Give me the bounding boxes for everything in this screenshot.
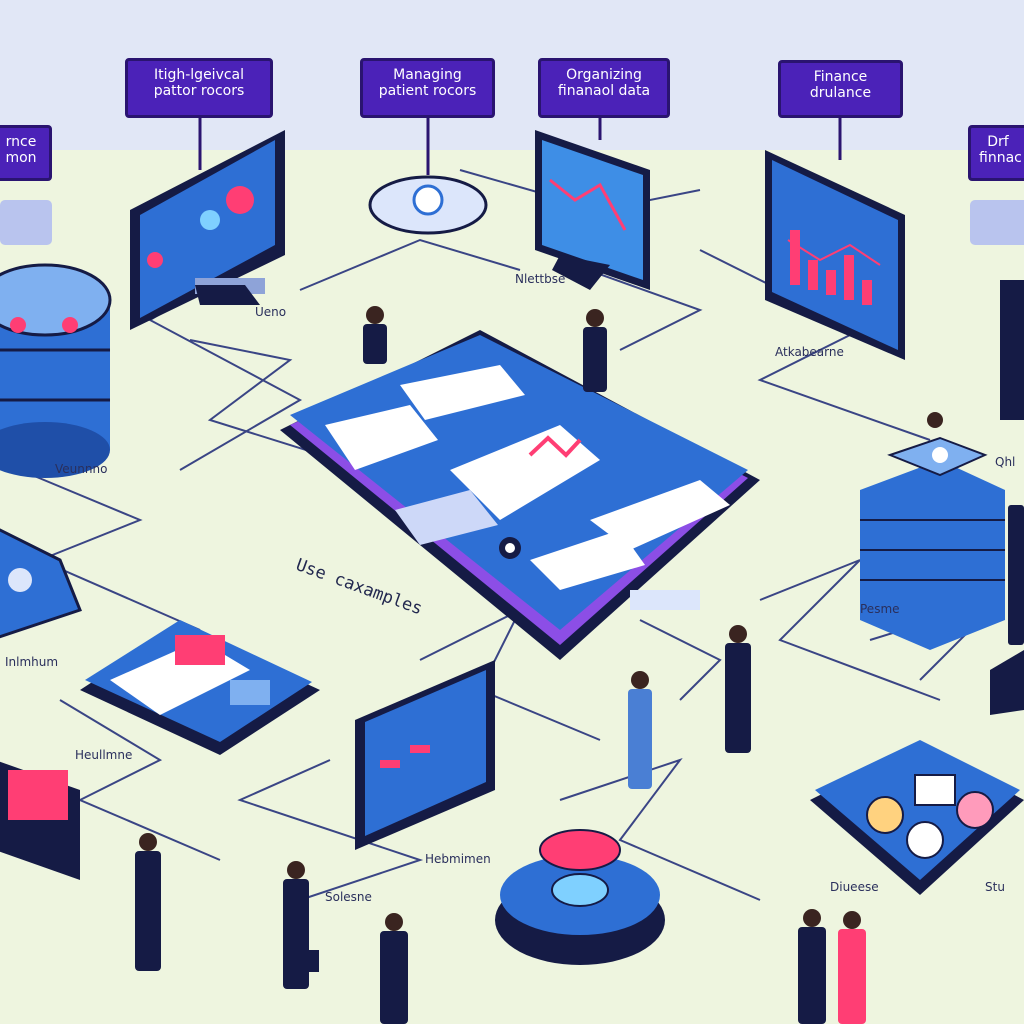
tag-stems	[198, 118, 842, 175]
floor-label-diueese: Diueese	[830, 880, 879, 894]
gear-icon	[810, 740, 1024, 895]
floor-label-solesne: Solesne	[325, 890, 372, 904]
person	[1008, 505, 1024, 645]
laptop-icon	[0, 761, 80, 880]
floor-label-inlmhun: Inlmhum	[5, 655, 59, 669]
person	[363, 306, 387, 364]
person	[583, 309, 607, 392]
person	[798, 909, 826, 1024]
floor-label-veunnno: Veunnno	[55, 462, 108, 476]
tablet-icon	[355, 660, 495, 850]
tag-managing-patient-records: Managing patient rocors	[360, 58, 495, 118]
monitor-icon	[765, 150, 905, 360]
tag-finance-drulance: Finance drulance	[778, 60, 903, 118]
person	[283, 861, 319, 989]
floor-label-nelaide: Nlettbse	[515, 272, 566, 286]
floor-label-hebmimen: Hebmimen	[425, 852, 491, 866]
laptop-icon	[990, 650, 1024, 715]
floor-label-heullmne: Heullmne	[75, 748, 133, 762]
tag-right-edge: Drf finnac	[968, 125, 1024, 181]
person	[380, 913, 408, 1024]
monitor-icon	[535, 130, 650, 290]
coin-icon	[495, 829, 665, 965]
floor-label-akbearne: Atkabearne	[775, 345, 844, 359]
floor-label-stu: Stu	[985, 880, 1005, 894]
person	[725, 625, 751, 753]
person	[628, 671, 652, 789]
person-figures	[135, 306, 1024, 1024]
floor-label-pesme: Pesme	[860, 602, 900, 616]
floor-label-ueno: Ueno	[255, 305, 287, 319]
document-platform	[80, 620, 320, 755]
tag-high-level-patient-records: Itigh-lgeivcal pattor rocors	[125, 58, 273, 118]
shield-icon	[368, 175, 488, 235]
monitor-icon	[0, 528, 82, 639]
person	[135, 833, 161, 971]
person	[927, 412, 943, 428]
server-stack-icon	[860, 436, 1005, 650]
tablet-icon	[280, 330, 760, 660]
person	[838, 911, 866, 1024]
monitor-icon	[970, 200, 1024, 420]
database-icon	[0, 200, 112, 478]
monitor-icon	[130, 130, 285, 330]
tag-left-edge: rnce mon	[0, 125, 52, 181]
floor-label-qhl: Qhl	[995, 455, 1016, 469]
tag-organizing-financial-data: Organizing finanaol data	[538, 58, 670, 118]
